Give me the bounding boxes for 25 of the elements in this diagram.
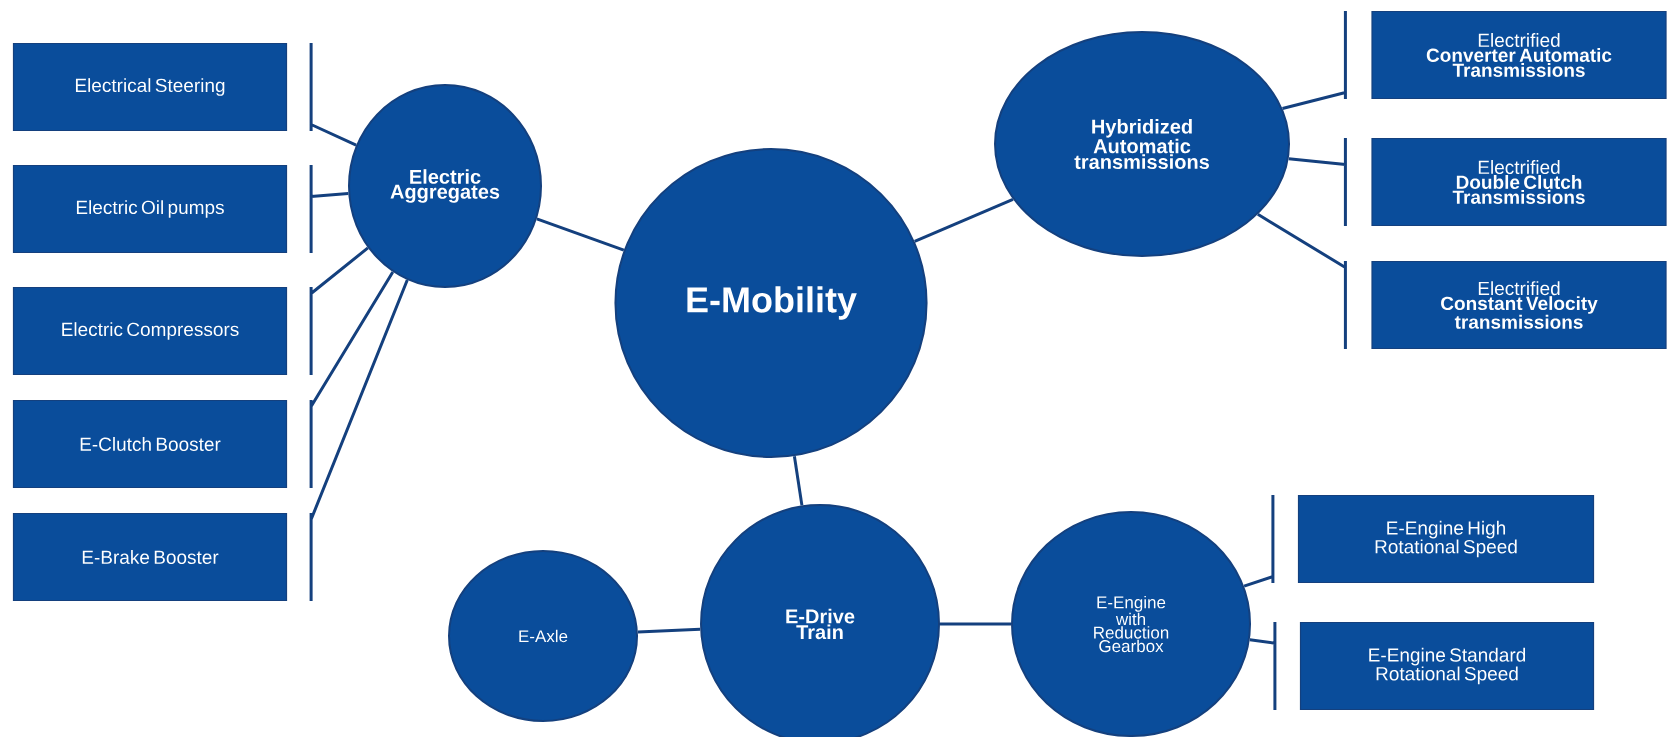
category-box: Electrified Constant Velocity transmissions (1371, 260, 1667, 350)
connector-line (637, 627, 701, 634)
category-box: Electric Oil pumps (12, 164, 288, 254)
connector-line (309, 246, 370, 377)
connector-line (1281, 9, 1347, 110)
connector-line (536, 217, 625, 252)
category-box: E-Clutch Booster (12, 399, 288, 489)
category-box: Electrified Double Clutch Transmissions (1371, 137, 1667, 227)
connector-line (792, 456, 804, 506)
connector-line (309, 41, 358, 147)
category-box: E-Brake Booster (12, 512, 288, 602)
category-box: Electrical Steering (12, 42, 288, 132)
category-box: E-Engine Standard Rotational Speed (1299, 621, 1595, 711)
connector-line (1248, 620, 1277, 712)
connector-line (914, 197, 1014, 243)
category-box: Electric Compressors (12, 286, 288, 376)
connector-line (1256, 212, 1347, 351)
connector-line (1287, 136, 1347, 228)
category-box: Electrified Converter Automatic Transmissions (1371, 10, 1667, 100)
category-box: E-Engine High Rotational Speed (1297, 494, 1595, 584)
connector-line (309, 278, 409, 603)
connector-line (940, 622, 1011, 626)
connector-line (309, 270, 395, 490)
connector-line (309, 163, 350, 255)
connector-line (1242, 493, 1275, 588)
